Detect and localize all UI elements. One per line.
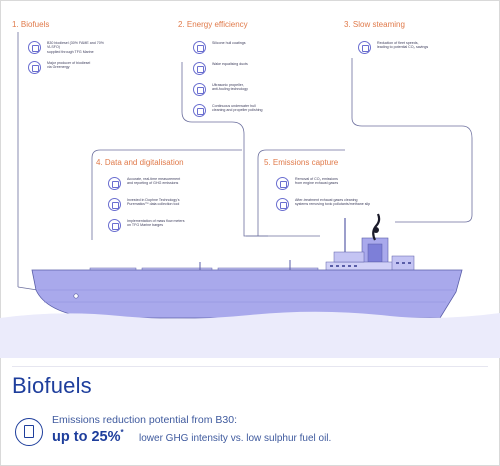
biofuel-document-icon (15, 418, 43, 446)
leaf-icon (28, 61, 41, 74)
section-item: Major producer of biodiesel via Greenerg… (28, 61, 109, 74)
item-text: After-treatment exhaust gases cleaning s… (295, 198, 371, 207)
data-platform-icon (108, 198, 121, 211)
section-item: Invested in Dophne Technology's Puremati… (108, 198, 195, 211)
section-item: After-treatment exhaust gases cleaning s… (276, 198, 395, 211)
item-text: B30 biodiesel (30% FAME and 70% VLSFO) s… (47, 41, 104, 54)
section-item: B30 biodiesel (30% FAME and 70% VLSFO) s… (28, 41, 109, 54)
section-title-slow-steaming: 3. Slow steaming (344, 20, 405, 29)
section-title-data-digitalisation: 4. Data and digitalisation (96, 158, 184, 167)
item-text: Implementation of mass flow meters on TF… (127, 219, 185, 228)
value-text: up to 25% (52, 428, 121, 445)
section-item: Ultrasonic propeller, anti-fouling techn… (193, 83, 274, 96)
section-item: Reduction of fleet speeds, leading to po… (358, 41, 439, 54)
item-text: Invested in Dophne Technology's Puremati… (127, 198, 180, 207)
speed-gauge-icon (358, 41, 371, 54)
section-title-biofuels: 1. Biofuels (12, 20, 50, 29)
item-text: Removal of CO₂ emissions from engine exh… (295, 177, 339, 186)
fuel-pump-icon (28, 41, 41, 54)
section-item: Accurate, real-time measurement and repo… (108, 177, 195, 190)
flow-meter-icon (108, 219, 121, 232)
monitor-icon (108, 177, 121, 190)
hull-cleaning-icon (193, 104, 206, 117)
item-text: Continuous underwater hull cleaning and … (212, 104, 263, 113)
filter-icon (276, 198, 289, 211)
section-item: Wake equalising ducts (193, 62, 274, 75)
divider (12, 366, 488, 367)
section-title-energy-efficiency: 2. Energy efficiency (178, 20, 248, 29)
item-text: Major producer of biodiesel via Greenerg… (47, 61, 91, 70)
emissions-reduction-description: lower GHG intensity vs. low sulphur fuel… (139, 433, 332, 444)
item-text: Wake equalising ducts (212, 62, 248, 66)
sea (0, 311, 500, 358)
section-title-emissions-capture: 5. Emissions capture (264, 158, 339, 167)
emissions-reduction-label: Emissions reduction potential from B30: (52, 414, 238, 426)
section-item: Implementation of mass flow meters on TF… (108, 219, 199, 232)
connector-lines (17, 32, 473, 297)
section-item: Silicone hull coatings (193, 41, 274, 54)
item-text: Accurate, real-time measurement and repo… (127, 177, 181, 186)
funnel (361, 213, 389, 271)
emissions-reduction-value: up to 25%* (52, 428, 124, 445)
footnote-mark: * (120, 428, 124, 437)
duct-icon (193, 62, 206, 75)
item-text: Reduction of fleet speeds, leading to po… (377, 41, 429, 50)
item-text: Silicone hull coatings (212, 41, 246, 45)
exhaust-icon (276, 177, 289, 190)
item-text: Ultrasonic propeller, anti-fouling techn… (212, 83, 248, 92)
page-title: Biofuels (12, 373, 92, 398)
section-item: Removal of CO₂ emissions from engine exh… (276, 177, 357, 190)
hull-coating-icon (193, 41, 206, 54)
hull (31, 269, 463, 319)
propeller-icon (193, 83, 206, 96)
section-item: Continuous underwater hull cleaning and … (193, 104, 274, 117)
